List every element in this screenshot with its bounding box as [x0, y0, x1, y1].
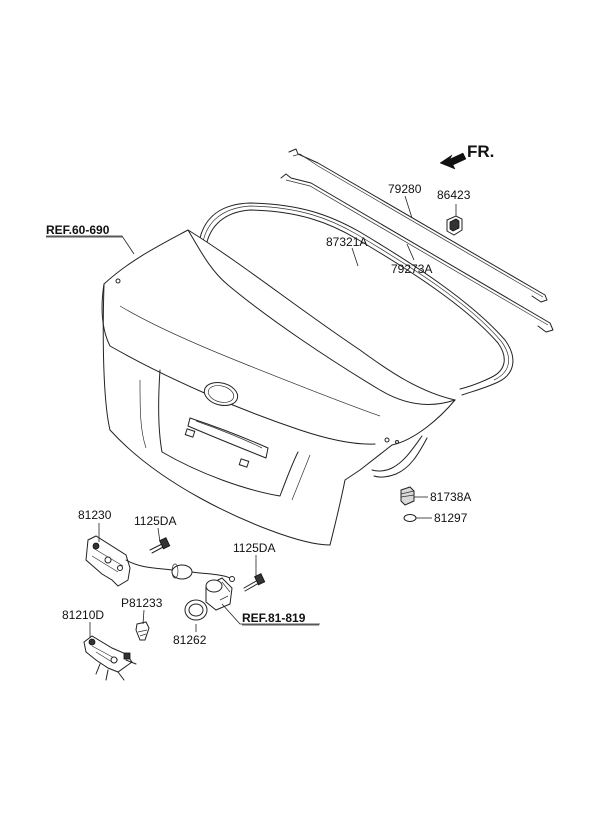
part-87321A-label[interactable]: 87321A — [326, 235, 367, 249]
torsion-bar-lower — [280, 173, 554, 333]
front-direction-arrow-icon — [439, 152, 467, 170]
pin-P81233 — [135, 621, 150, 641]
part-labels: REF.60-690 79280 86423 87321A 79273A 817… — [46, 182, 471, 647]
part-P81233-label[interactable]: P81233 — [121, 596, 163, 610]
striker-81210D — [83, 635, 137, 681]
trunk-lock-cylinder — [205, 577, 233, 611]
bolt-1125DA-b — [243, 573, 266, 592]
ref-60-690-label[interactable]: REF.60-690 — [46, 223, 110, 237]
bolt-1125DA-a — [149, 537, 171, 554]
part-81297-label[interactable]: 81297 — [434, 511, 468, 525]
ref-81-819-label[interactable]: REF.81-819 — [242, 611, 306, 625]
latch-assembly-81230 — [85, 535, 235, 587]
clip-86423 — [446, 215, 463, 236]
emblem-icon — [203, 381, 239, 407]
plug-81297 — [403, 514, 417, 522]
part-1125DA-label-b[interactable]: 1125DA — [233, 541, 275, 555]
lock-bezel-81262 — [184, 599, 208, 621]
part-79273A-label[interactable]: 79273A — [391, 262, 432, 276]
part-81210D-label[interactable]: 81210D — [62, 608, 104, 622]
torsion-bar-upper — [288, 148, 548, 303]
front-direction-indicator: FR. — [439, 142, 494, 170]
trunk-lid-panel — [101, 229, 456, 546]
part-81738A-label[interactable]: 81738A — [430, 490, 471, 504]
front-direction-label: FR. — [467, 142, 494, 161]
leader-lines — [46, 195, 457, 638]
bumper-stopper-81738A — [400, 486, 415, 506]
part-79280-label[interactable]: 79280 — [388, 182, 422, 196]
weatherstrip-87321A — [194, 202, 514, 478]
part-81230-label[interactable]: 81230 — [78, 508, 112, 522]
part-86423-label[interactable]: 86423 — [437, 188, 471, 202]
part-81262-label[interactable]: 81262 — [173, 633, 207, 647]
part-1125DA-label-a[interactable]: 1125DA — [134, 514, 176, 528]
